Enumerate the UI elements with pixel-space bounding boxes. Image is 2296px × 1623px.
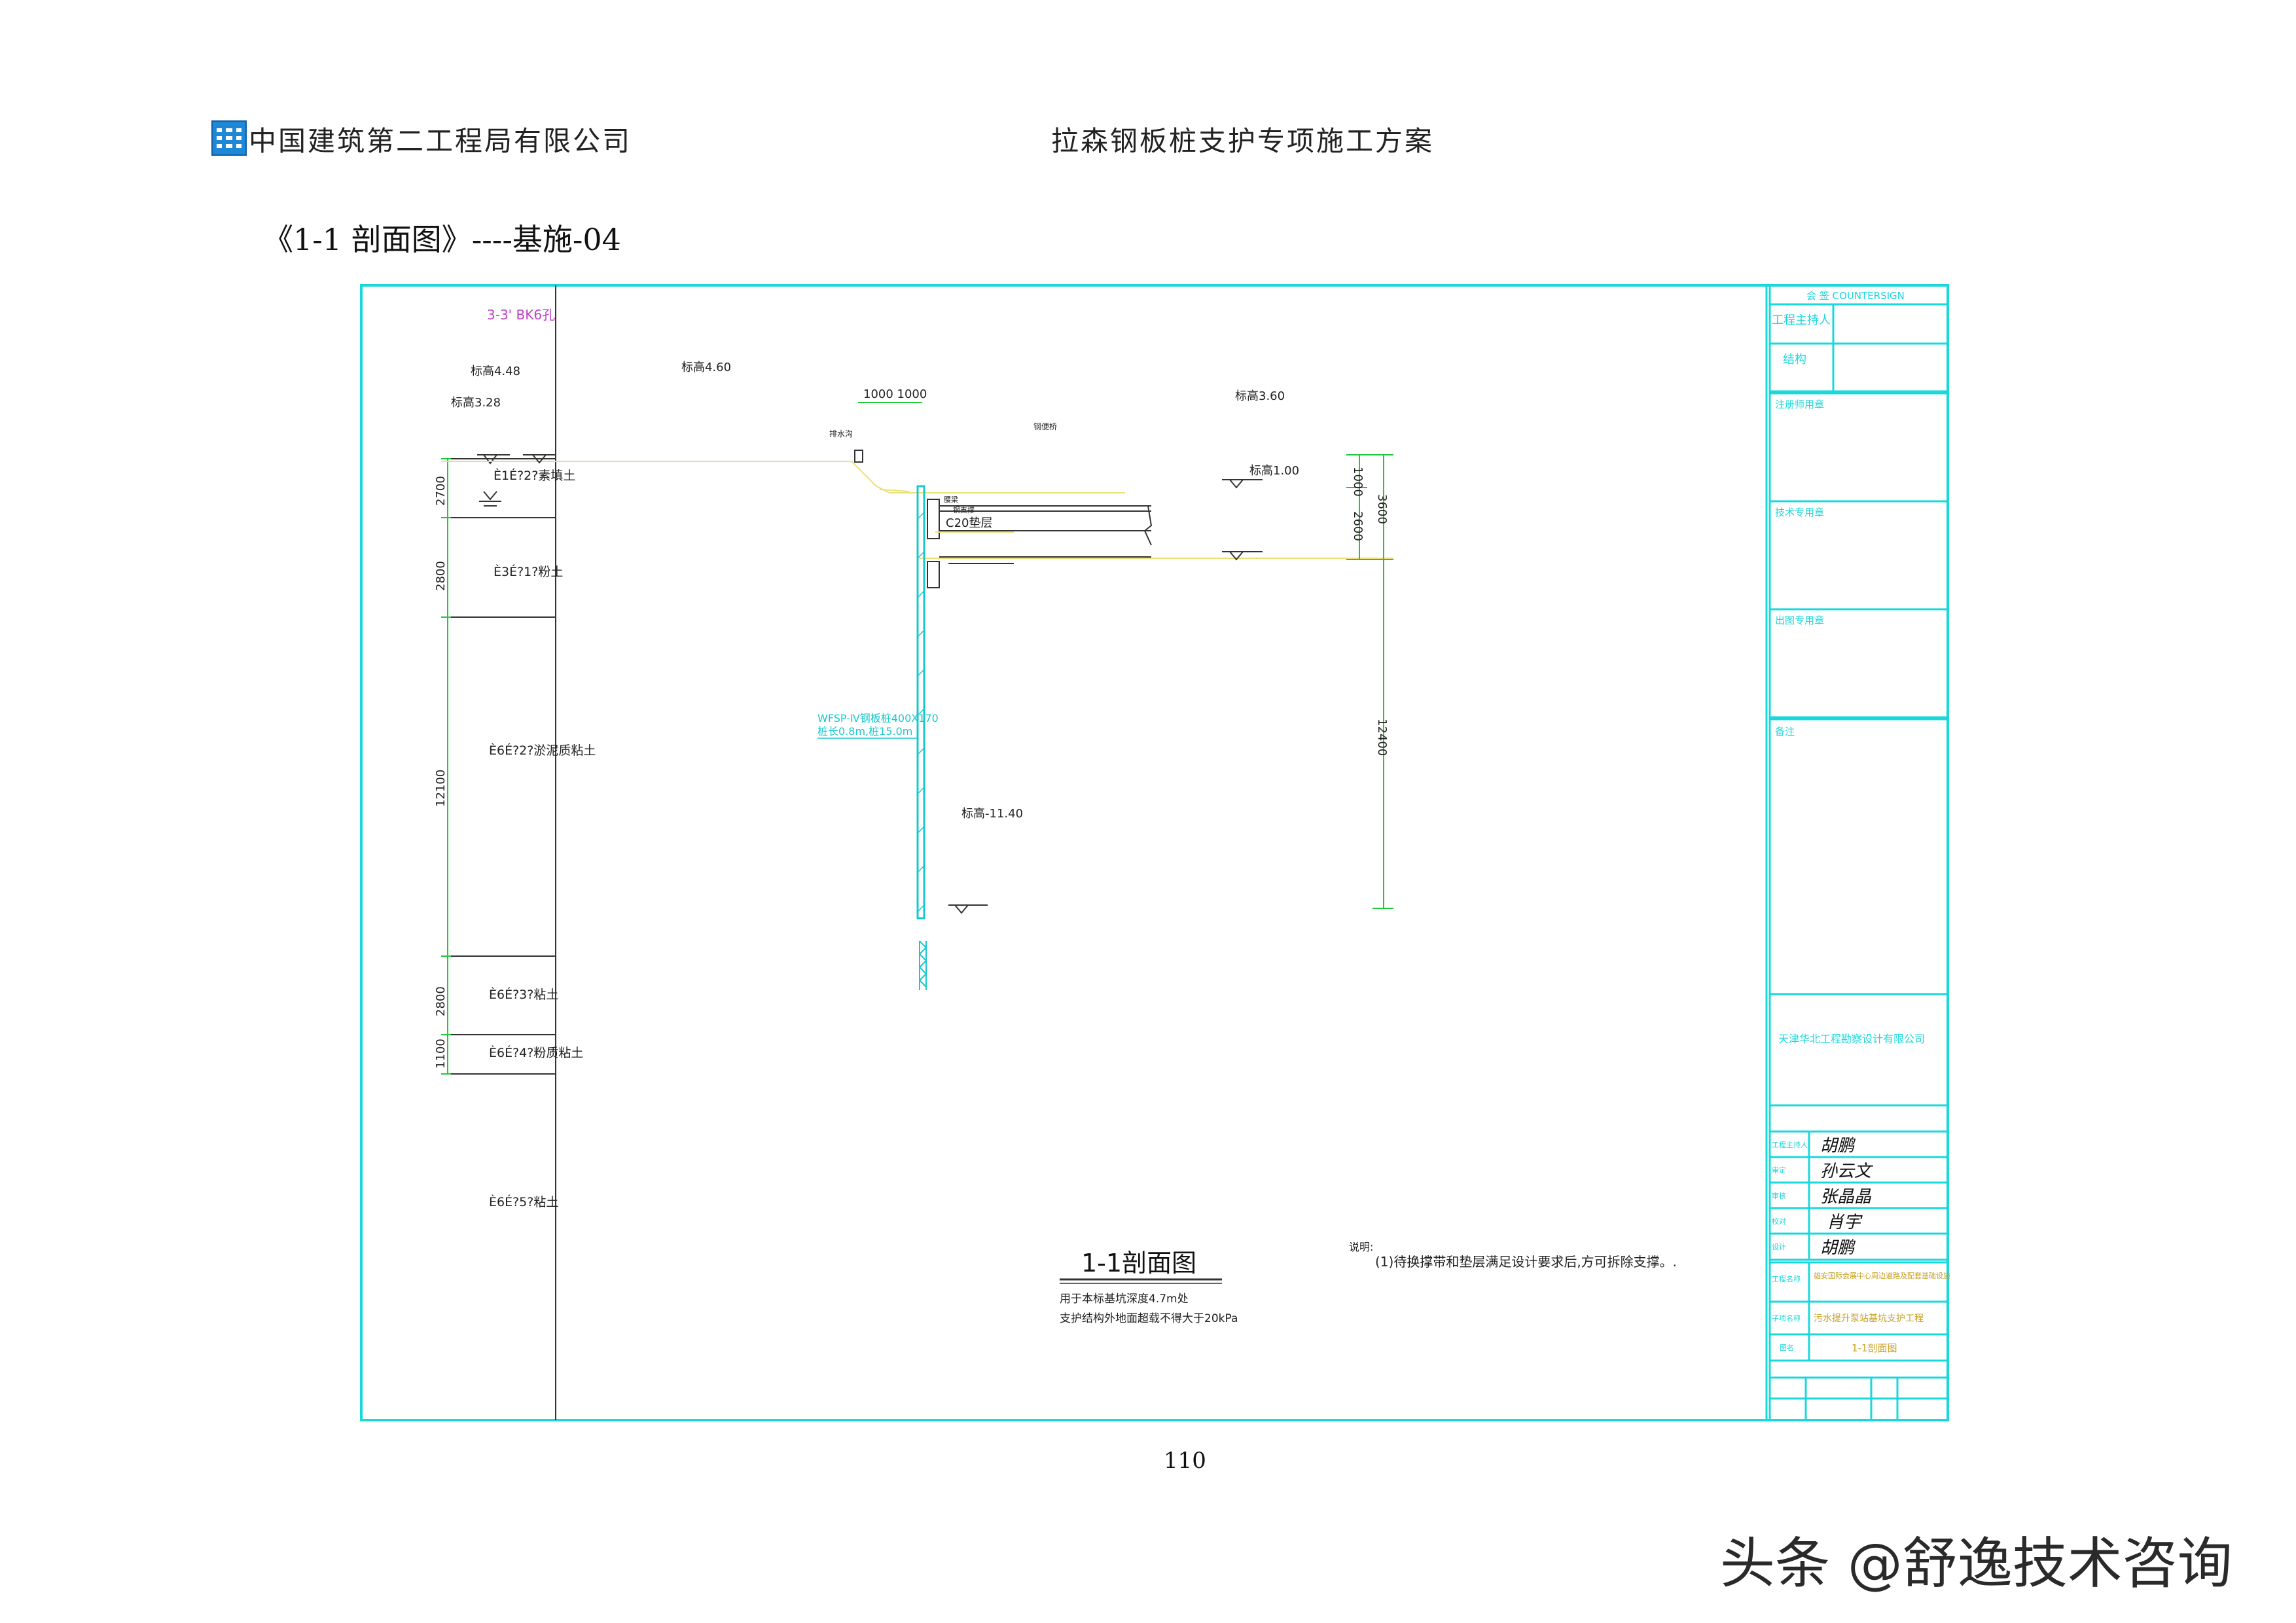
section-drawing-svg: 3-3' BK6孔 标高4.48 标高3.28 2700 2800 12100 … xyxy=(360,284,1965,1421)
sub-name: 污水提升泵站基坑支护工程 xyxy=(1814,1313,1924,1324)
company-logo xyxy=(211,120,247,156)
layer-name: È6É?5?粘土 xyxy=(489,1194,558,1209)
elev-right: 标高3.60 xyxy=(1235,389,1285,403)
section-title: 1-1剖面图 xyxy=(1081,1249,1196,1277)
strut-system xyxy=(927,499,1153,588)
layer-thickness: 2800 xyxy=(434,986,448,1016)
right-dims xyxy=(1346,454,1393,909)
pile-label-2: 桩长0.8m,桩15.0m xyxy=(817,725,912,738)
layer-name: È1É?2?素填土 xyxy=(493,468,575,483)
dim-1000: 1000 xyxy=(1351,467,1365,497)
signature: 胡鹏 xyxy=(1820,1238,1856,1258)
sign-role: 审定 xyxy=(1772,1166,1786,1175)
watermark: 头条 @舒逸技术咨询 xyxy=(1720,1531,2233,1596)
strip-layer-boundaries xyxy=(451,458,556,1075)
note-2: 支护结构外地面超载不得大于20kPa xyxy=(1060,1312,1238,1325)
signature: 胡鹏 xyxy=(1820,1136,1856,1156)
proj-name-label: 工程名称 xyxy=(1772,1274,1801,1283)
strip-grade-symbol xyxy=(483,454,497,465)
countersign-row: 工程主持人 xyxy=(1772,313,1831,327)
design-company: 天津华北工程勘察设计有限公司 xyxy=(1778,1033,1925,1045)
section-drawing: 3-3' BK6孔 标高4.48 标高3.28 2700 2800 12100 … xyxy=(359,283,1965,1425)
signature: 张晶晶 xyxy=(1820,1187,1872,1207)
header-doc-title: 拉森钢板桩支护专项施工方案 xyxy=(1051,125,1435,157)
proj-name: 雄安国际会展中心周边道路及配套基础设施工程 xyxy=(1814,1271,1950,1280)
steel-label: 钢便桥 xyxy=(1033,422,1057,431)
stamp-label: 注册师用章 xyxy=(1775,399,1824,410)
grade-symbol xyxy=(1229,551,1244,561)
figure-caption: 《1-1 剖面图》----基施-04 xyxy=(263,222,621,257)
header-company: 中国建筑第二工程局有限公司 xyxy=(249,125,632,157)
dim-2600: 2600 xyxy=(1351,511,1365,541)
borehole-title: 3-3' BK6孔 xyxy=(487,307,555,323)
remark-head: 说明: xyxy=(1349,1241,1373,1253)
sub-name-label: 子项名称 xyxy=(1772,1313,1801,1323)
support-label: 钢支撑 xyxy=(953,505,975,514)
drawing-name: 1-1剖面图 xyxy=(1852,1342,1897,1354)
grade-symbol xyxy=(954,904,969,914)
note-1: 用于本标基坑深度4.7m处 xyxy=(1060,1293,1189,1306)
logo-mark-icon xyxy=(217,126,242,151)
stamp-label: 技术专用章 xyxy=(1775,507,1824,518)
stamp-label: 出图专用章 xyxy=(1775,615,1824,626)
grade-symbol xyxy=(532,454,547,464)
signature: 肖宇 xyxy=(1827,1213,1863,1232)
layer-thickness: 12100 xyxy=(434,770,448,807)
countersign-label: 会 签 COUNTERSIGN xyxy=(1806,290,1905,302)
layer-thickness: 2800 xyxy=(434,561,448,591)
layer-thickness: 2700 xyxy=(434,476,448,506)
sign-role: 工程主持人 xyxy=(1772,1140,1808,1149)
layer-name: È6É?4?粉质粘土 xyxy=(489,1045,583,1060)
dim-3600: 3600 xyxy=(1375,494,1389,524)
sign-role: 设计 xyxy=(1772,1243,1786,1251)
drain-label: 排水沟 xyxy=(829,429,853,438)
layer-name: È3É?1?粉土 xyxy=(493,564,563,579)
elev-water: 标高1.00 xyxy=(1249,464,1299,478)
right-panel-frame xyxy=(1765,284,1949,1421)
remark-1: (1)待换撑带和垫层满足设计要求后,方可拆除支撑。. xyxy=(1375,1254,1677,1270)
layer-name: È6É?2?淤泥质粘土 xyxy=(489,743,596,758)
grade-symbol xyxy=(1229,479,1244,489)
drain-box xyxy=(854,450,863,463)
elev-toe: 标高-11.40 xyxy=(961,807,1023,821)
remark-label: 备注 xyxy=(1775,726,1795,738)
strip-elev-top: 标高4.48 xyxy=(471,365,520,378)
sheet-pile-hatch xyxy=(917,512,925,912)
drawing-name-label: 图名 xyxy=(1780,1343,1794,1352)
pile-label-1: WFSP-Ⅳ钢板桩400X170 xyxy=(817,712,939,724)
dim-top: 1000 1000 xyxy=(863,387,927,401)
sheet-pile xyxy=(916,485,925,919)
ground-line xyxy=(441,461,1125,493)
elev-left: 标高4.60 xyxy=(681,361,731,374)
pile-profile-detail xyxy=(918,940,927,988)
strip-elev-2: 标高3.28 xyxy=(451,396,501,410)
sign-role: 校对 xyxy=(1772,1217,1786,1226)
sign-role: 审核 xyxy=(1772,1191,1786,1200)
signature: 孙云文 xyxy=(1820,1162,1874,1181)
layer-thickness: 1100 xyxy=(434,1039,448,1069)
countersign-row: 结构 xyxy=(1783,353,1806,366)
strip-water-symbol xyxy=(483,491,497,501)
layer-name: È6É?3?粘土 xyxy=(489,987,558,1002)
page-number: 110 xyxy=(1164,1448,1206,1474)
dim-12400: 12400 xyxy=(1375,719,1389,756)
beam-label: 腰梁 xyxy=(944,495,958,504)
c20-label: C20垫层 xyxy=(946,516,992,530)
